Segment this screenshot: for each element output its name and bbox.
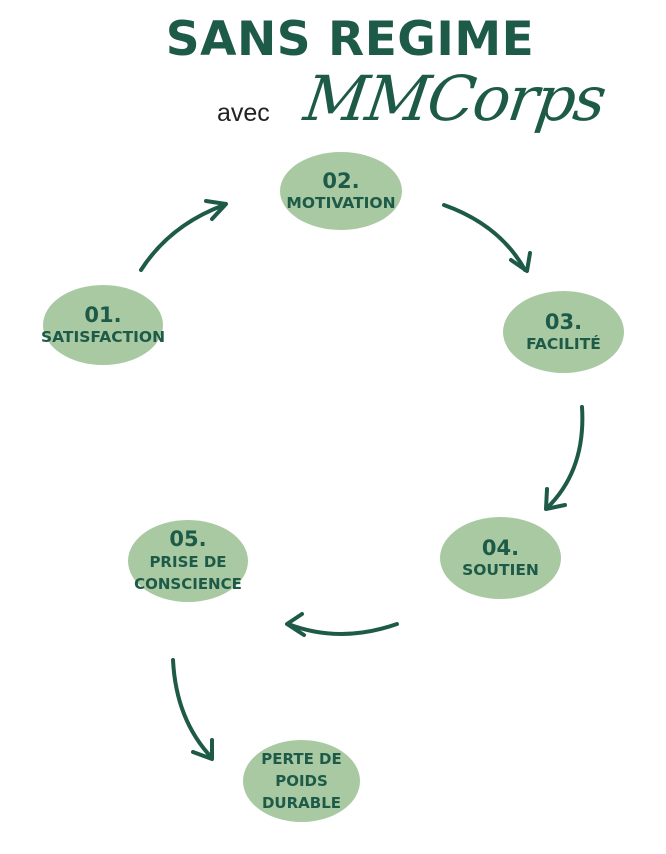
step-number: 05. <box>169 527 207 551</box>
step-05-prise-de-conscience: 05. PRISE DE CONSCIENCE <box>128 520 248 602</box>
step-01-satisfaction: 01. SATISFACTION <box>40 285 166 365</box>
step-number: 02. <box>322 169 360 193</box>
step-number: 04. <box>481 536 520 560</box>
page-title: SANS REGIME <box>165 12 535 67</box>
step-label: SOUTIEN <box>462 561 539 579</box>
step-02-motivation: 02. MOTIVATION <box>280 152 402 230</box>
result-line-3: DURABLE <box>261 794 342 812</box>
arrow-facilite-to-soutien <box>544 405 585 511</box>
step-label: SATISFACTION <box>40 328 166 346</box>
arrow-motivation-to-facilite <box>442 203 532 273</box>
step-label: FACILITÉ <box>526 335 601 353</box>
result-line-2: POIDS <box>275 772 328 790</box>
step-number: 01. <box>84 303 122 327</box>
step-03-facilite: 03. FACILITÉ <box>503 291 624 373</box>
avec-text: avec <box>217 99 270 127</box>
step-label-line-2: CONSCIENCE <box>134 575 242 593</box>
result-perte-de-poids-durable: PERTE DE POIDS DURABLE <box>243 740 360 822</box>
result-line-1: PERTE DE <box>261 750 342 768</box>
arrow-prise-de-conscience-to-result <box>171 658 214 761</box>
step-04-soutien: 04. SOUTIEN <box>440 517 561 599</box>
step-number: 03. <box>544 310 583 334</box>
arrow-soutien-to-prise-de-conscience <box>285 612 399 637</box>
step-label: MOTIVATION <box>286 194 396 212</box>
arrow-satisfaction-to-motivation <box>139 199 228 272</box>
step-label-line-1: PRISE DE <box>149 553 227 571</box>
